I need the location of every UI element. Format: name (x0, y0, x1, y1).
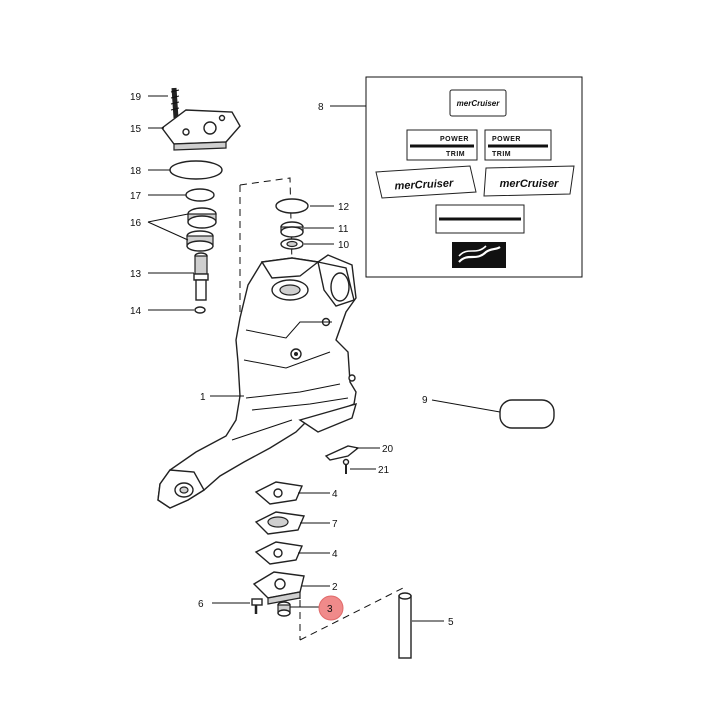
callout-16: 16 (130, 218, 142, 229)
callout-3: 3 (327, 604, 333, 615)
decal-banner-right: merCruiser (483, 165, 575, 197)
decal-banner-left: merCruiser (375, 165, 477, 199)
cover-plate-15 (161, 109, 241, 151)
plate-7 (254, 511, 306, 535)
callout-labels: 19 15 18 17 16 13 14 12 11 10 8 1 9 20 2… (130, 92, 454, 628)
decal-power-trim-right: POWER TRIM (484, 129, 552, 161)
tube-5 (398, 592, 412, 659)
callout-19: 19 (130, 92, 142, 103)
seal-10 (280, 238, 304, 250)
shaft-13 (193, 252, 209, 301)
callout-8: 8 (318, 102, 324, 113)
decal-power-left-text: POWER (440, 136, 469, 143)
callout-5: 5 (448, 617, 454, 628)
anode-20 (324, 445, 360, 461)
decal-banner-left-text: merCruiser (394, 177, 454, 192)
callout-18: 18 (130, 166, 142, 177)
callout-1: 1 (200, 392, 206, 403)
callout-11: 11 (338, 224, 349, 235)
callout-14: 14 (130, 306, 142, 317)
o-ring-18 (169, 160, 223, 180)
decal-logo-small: merCruiser (449, 89, 507, 117)
callout-7: 7 (332, 519, 338, 530)
gear-housing (157, 254, 358, 509)
callout-21: 21 (378, 465, 390, 476)
decal-trim-right-text: TRIM (492, 151, 511, 158)
callout-4-lower: 4 (332, 549, 338, 560)
decal-wave-logo (452, 242, 506, 268)
grommet-9 (499, 399, 555, 429)
screw-6 (251, 598, 263, 614)
bolt-19 (170, 87, 180, 119)
highlight-marker (318, 595, 344, 621)
leader-lines (147, 95, 501, 622)
seal-17 (185, 188, 215, 202)
callout-2: 2 (332, 582, 338, 593)
ring-14 (194, 306, 206, 314)
callout-20: 20 (382, 444, 394, 455)
callout-15: 15 (130, 124, 142, 135)
callout-6: 6 (198, 599, 204, 610)
bearing-11 (280, 221, 304, 238)
gasket-4-lower (254, 541, 303, 565)
callout-9: 9 (422, 395, 428, 406)
decal-power-right-text: POWER (492, 136, 521, 143)
bearing-16 (186, 207, 217, 252)
bushing-3 (277, 601, 291, 617)
callout-4-upper: 4 (332, 489, 338, 500)
callout-12: 12 (338, 202, 350, 213)
callout-17: 17 (130, 191, 142, 202)
screw-21 (342, 458, 350, 474)
decal-stripe (435, 204, 525, 234)
gasket-4-upper (254, 481, 303, 505)
decal-power-trim-left: POWER TRIM (406, 129, 478, 161)
callout-13: 13 (130, 269, 142, 280)
decal-kit-box: merCruiser POWER TRIM POWER TRIM merCrui… (365, 76, 583, 278)
o-ring-12 (275, 198, 309, 214)
decal-trim-left-text: TRIM (446, 151, 465, 158)
base-plate-2 (252, 571, 305, 605)
decal-banner-right-text: merCruiser (500, 178, 559, 190)
decal-logo-small-text: merCruiser (457, 99, 501, 108)
callout-10: 10 (338, 240, 350, 251)
